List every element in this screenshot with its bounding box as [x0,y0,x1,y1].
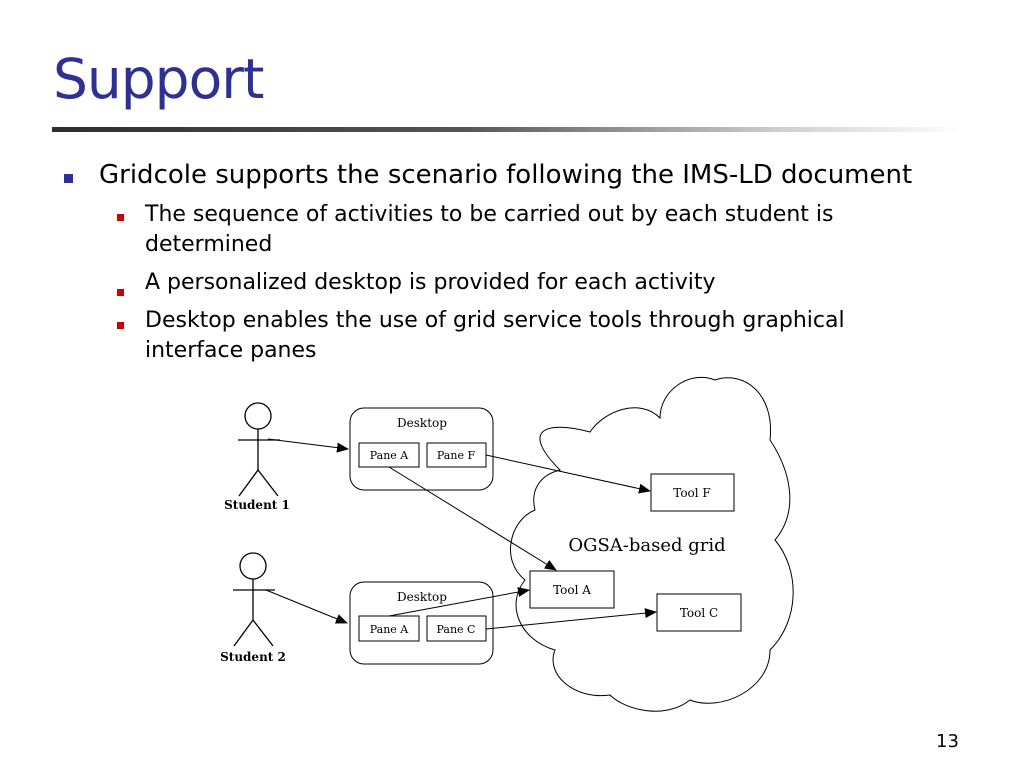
sub-bullet-2: A personalized desktop is provided for e… [145,270,716,295]
arrow-panea1-toola [388,466,557,571]
bullet-square-icon [64,174,73,183]
sub-bullet-1: The sequence of activities to be carried… [145,202,834,257]
arrow-panea2-toola [388,587,530,617]
desktop-1-box [349,407,494,491]
bullet-main: Gridcole supports the scenario following… [99,160,913,190]
desktop-1-label: Desktop [397,416,447,430]
tool-f-box [650,473,735,512]
title-divider [52,127,964,132]
tool-c-label: Tool C [680,606,718,620]
desktop-2-pane-c [426,615,487,642]
grid-label: OGSA-based grid [568,535,725,556]
tool-f-label: Tool F [673,486,711,500]
slide-title: Support [53,47,264,111]
desktop-1-pane-a-label: Pane A [370,449,410,462]
arrow-student2-desktop2 [265,589,348,624]
sub-bullet-square-icon [117,289,124,296]
desktop-1-pane-f [426,442,487,468]
desktop-2-pane-a-label: Pane A [370,623,410,636]
desktop-2-pane-a [358,615,420,642]
student-2-figure-icon [233,552,275,647]
desktop-2-label: Desktop [397,590,447,604]
sub-bullet-3: Desktop enables the use of grid service … [145,308,845,363]
desktop-2-box [349,581,494,665]
student-2-label: Student 2 [220,650,286,664]
page-number: 13 [936,731,959,752]
sub-bullet-square-icon [117,214,124,221]
arrow-panef-toolf [485,454,651,494]
tool-a-label: Tool A [553,583,591,597]
student-1-label: Student 1 [224,498,290,512]
desktop-1-pane-f-label: Pane F [437,449,476,462]
arrow-student1-desktop1 [267,438,349,453]
arrow-panec-toolc [485,608,657,630]
sub-bullet-square-icon [117,322,124,329]
tool-c-box [656,593,742,632]
tool-a-box [529,570,615,609]
student-1-figure-icon [238,402,280,497]
desktop-2-pane-c-label: Pane C [437,623,476,636]
